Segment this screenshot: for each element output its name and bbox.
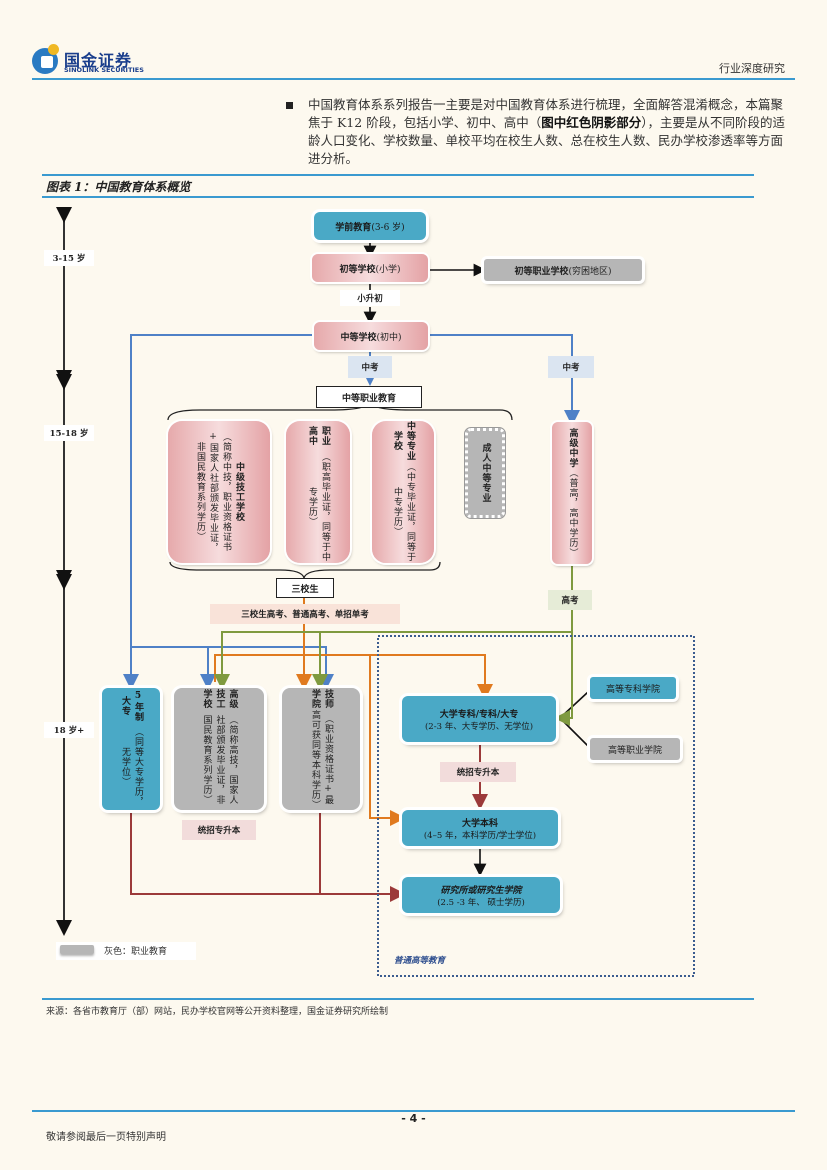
label-zhongkao-right: 中考: [548, 356, 594, 378]
source-rule: [42, 998, 754, 1000]
node-junior-college: 大学专科/专科/大专(2-3 年、大专学历、无学位): [402, 696, 556, 742]
node-primary-vocational: 初等职业学校(穷困地区): [484, 259, 642, 281]
intro-text-2: ），主要是从不同阶段的适龄人口变化、学校数量、单校平均在校生人数、总在校生人数、…: [308, 115, 785, 166]
node-adult-secondary: 成人中等专业: [464, 427, 506, 519]
node-five-year-college: 5年制大专（同等大专学历，无学位）: [102, 688, 160, 810]
source-note: 来源：各省市教育厅（部）网站，民办学校官网等公开资料整理，国金证券研究所绘制: [46, 1007, 389, 1017]
legend: 灰色：职业教育: [56, 942, 196, 960]
line-gaokao-college: [554, 610, 573, 726]
node-primary: 初等学校(小学): [312, 254, 428, 282]
bullet-icon: [286, 102, 293, 109]
node-vocational-high: 职业高中（职高毕业证，同等于中专学历）: [286, 421, 350, 563]
node-senior-technical: 高级技工学校（简称高技，国家人社部颁发毕业证，非国民教育系列学历）: [174, 688, 264, 810]
figure-top-rule: [42, 174, 754, 176]
footer-disclaimer: 敬请参阅最后一页特别声明: [46, 1132, 166, 1143]
label-upgrade-left: 统招专升本: [182, 820, 256, 840]
figure-title-rule: [42, 196, 754, 198]
label-upgrade-right: 统招专升本: [440, 762, 516, 782]
node-three-school: 三校生: [276, 578, 334, 598]
node-undergraduate: 大学本科(4–5 年，本科学历/学士学位): [402, 810, 558, 846]
report-type: 行业深度研究: [719, 62, 785, 75]
age-label-3-15: 3-15 岁: [44, 250, 94, 266]
node-senior-high: 高级中学（普高，高中学历）: [552, 422, 592, 564]
node-specialized-secondary: 中等专业学校（中专毕业证，同等于中专学历）: [372, 421, 434, 563]
node-technical-school: 中级技工学校（简称中技，职业资格证书+国家人社部颁发毕业证，非国民教育系列学历）: [168, 421, 270, 563]
node-graduate: 研究所或研究生学院(2.5 -3 年、 硕士学历): [402, 877, 560, 913]
node-higher-specialized: 高等专科学院: [590, 677, 676, 699]
intro-text-bold: 图中红色阴影部分: [541, 115, 642, 130]
node-secondary-vocational: 中等职业教育: [316, 386, 422, 408]
higher-ed-region: [377, 635, 695, 977]
legend-gray-swatch: [60, 945, 94, 954]
line-orange-undergrad: [369, 655, 406, 826]
line-fiveyear-graduate: [130, 812, 406, 902]
line-blue-technician: [131, 646, 334, 690]
node-higher-vocational: 高等职业学院: [590, 738, 680, 760]
line-green-senior-tech: [214, 631, 572, 690]
logo-cn: 国金证券: [64, 51, 133, 70]
figure-title: 图表 1：中国教育体系概览: [46, 180, 191, 194]
logo-en: SINOLINK SECURITIES: [64, 66, 144, 74]
label-zhongkao-left: 中考: [348, 356, 392, 378]
legend-label: 灰色：职业教育: [104, 947, 168, 957]
age-label-15-18: 15-18 岁: [44, 425, 94, 441]
footer-rule: [32, 1110, 795, 1112]
age-label-18plus: 18 岁+: [44, 722, 94, 738]
label-gaokao: 高考: [548, 590, 592, 610]
line-orange-college: [214, 654, 493, 700]
page-number: - 4 -: [401, 1112, 426, 1125]
line-junior-fiveyear: [123, 334, 314, 690]
node-junior: 中等学校(初中): [314, 322, 428, 350]
node-preschool: 学前教育(3-6 岁): [314, 212, 426, 240]
label-higher-ed-region: 普通高等教育: [394, 956, 446, 966]
logo-dot-icon: [48, 44, 59, 55]
intro-text-1: 中国教育体系系列报告一主要是对中国教育体系进行梳理，全面解答混淆概念，本篇聚焦于…: [308, 97, 784, 130]
header-divider: [32, 78, 795, 80]
line-junior-highschool: [430, 334, 580, 426]
label-primary-to-junior: 小升初: [340, 290, 400, 306]
intro-paragraph: 中国教育体系系列报告一主要是对中国教育体系进行梳理，全面解答混淆概念，本篇聚焦于…: [308, 96, 793, 168]
label-three-school-exams: 三校生高考、普通高考、单招单考: [210, 604, 400, 624]
node-technician-college: 技师学院（职业资格证书+最高可获同等本科学历）: [282, 688, 360, 810]
